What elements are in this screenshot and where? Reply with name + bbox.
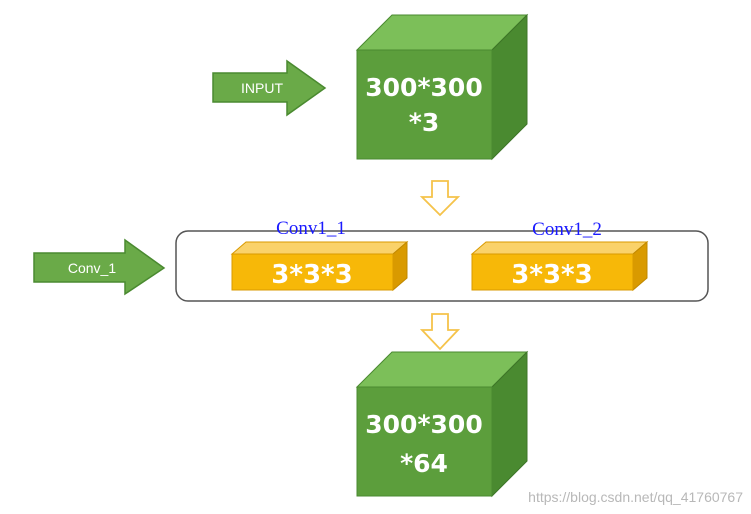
- input-cube: 300*300 *3: [355, 13, 529, 161]
- conv1-2-label: Conv1_2: [532, 219, 602, 240]
- conv1-1-block: 3*3*3: [230, 240, 409, 292]
- input-cube-line2: *3: [409, 108, 439, 137]
- conv-arrow: Conv_1: [33, 238, 166, 296]
- down-arrow-outline-icon: [419, 180, 461, 217]
- conv1-2-block: 3*3*3: [470, 240, 649, 292]
- watermark-text: https://blog.csdn.net/qq_41760767: [528, 489, 743, 505]
- down-arrow-outline-icon: [419, 313, 461, 351]
- conv1-2-kernel: 3*3*3: [511, 260, 592, 290]
- input-cube-line1: 300*300: [365, 73, 482, 102]
- input-arrow-label: INPUT: [241, 80, 283, 96]
- conv1-1-kernel: 3*3*3: [271, 260, 352, 290]
- output-cube-line2: *64: [400, 449, 448, 478]
- input-arrow: INPUT: [212, 59, 327, 117]
- output-cube: 300*300 *64: [355, 350, 529, 498]
- conv-arrow-label: Conv_1: [68, 260, 116, 276]
- conv1-1-label: Conv1_1: [276, 218, 346, 239]
- output-cube-line1: 300*300: [365, 410, 482, 439]
